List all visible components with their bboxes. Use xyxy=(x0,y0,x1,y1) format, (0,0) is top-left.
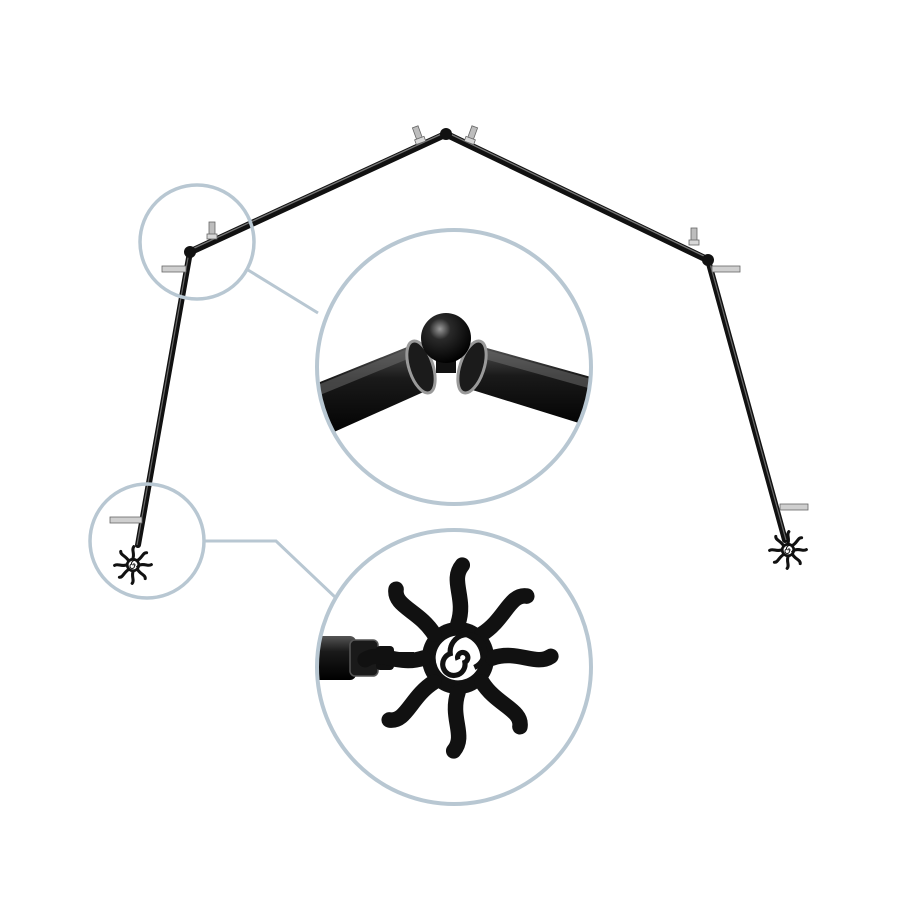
ball-elbow-icon xyxy=(421,313,471,363)
sun-finial-icon xyxy=(365,565,551,751)
sun-finial-icon xyxy=(770,532,807,569)
curtain-rod-assembly xyxy=(110,124,808,584)
callout-leader-corner xyxy=(247,268,319,315)
finial-detail xyxy=(315,528,593,806)
corner-connector-detail xyxy=(315,228,593,506)
callout-leader-finial xyxy=(204,539,338,600)
sun-finial-icon xyxy=(115,547,152,584)
callout-ring-corner xyxy=(138,183,256,301)
